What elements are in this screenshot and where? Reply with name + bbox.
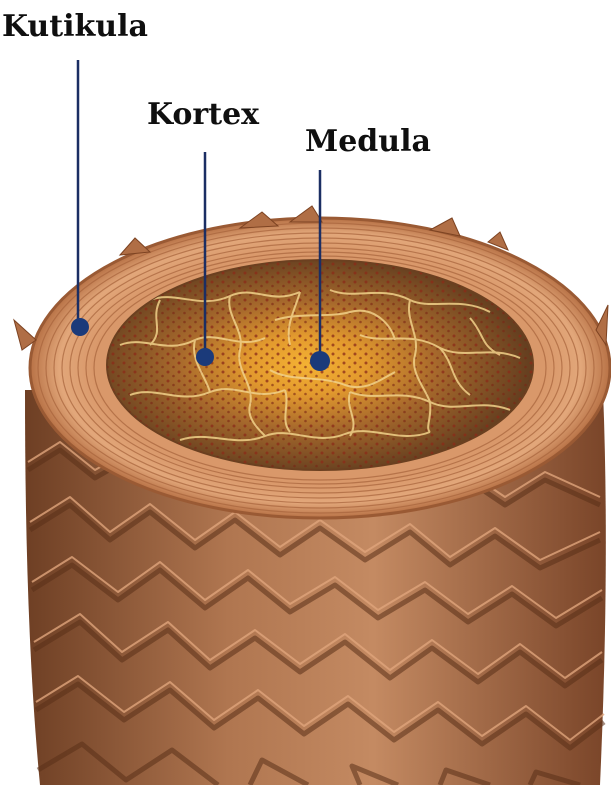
label-kutikula: Kutikula (2, 12, 148, 42)
kortex-marker (196, 348, 214, 366)
label-kortex: Kortex (147, 100, 259, 130)
medula-marker (310, 351, 330, 371)
label-medula: Medula (305, 127, 431, 157)
kutikula-marker (71, 318, 89, 336)
